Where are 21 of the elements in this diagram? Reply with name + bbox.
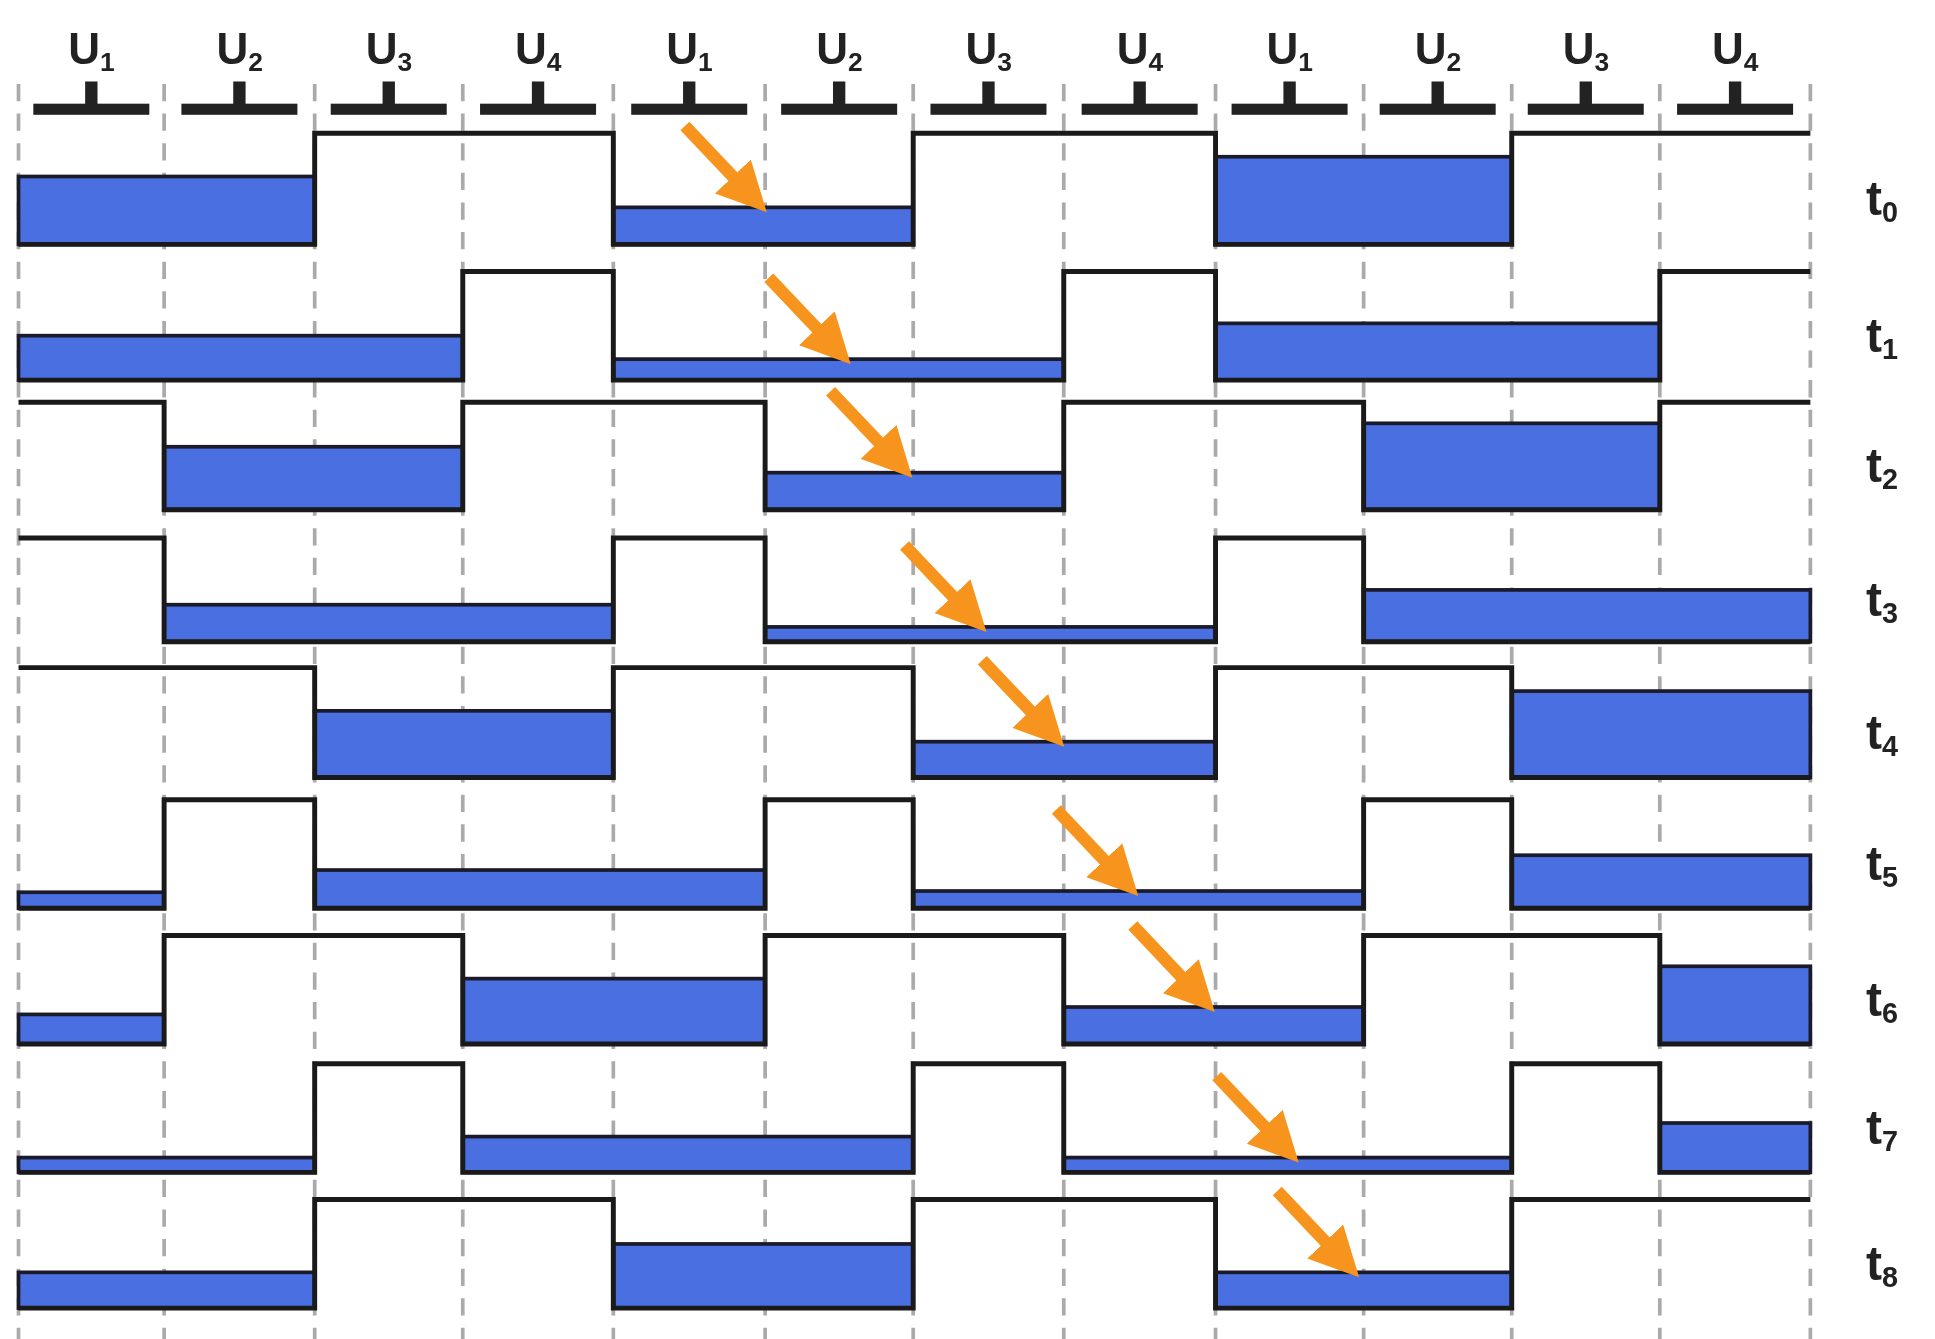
electrode-label: U$_{1}$ [68, 27, 115, 72]
electrode-label: U$_{2}$ [1414, 27, 1462, 72]
electrode-label: U$_{4}$ [515, 27, 562, 72]
time-label: t$_{7}$ [1865, 1104, 1898, 1153]
electrode-label: U$_{1}$ [1266, 27, 1314, 72]
time-label: t$_{6}$ [1865, 975, 1898, 1024]
time-label: t$_{4}$ [1865, 708, 1898, 757]
electrode-label: U$_{3}$ [965, 27, 1012, 72]
electrode-label: U$_{3}$ [1562, 27, 1610, 72]
time-label: t$_{1}$ [1865, 311, 1898, 360]
electrode-label: U$_{4}$ [1712, 27, 1759, 72]
time-label: t$_{5}$ [1865, 839, 1898, 888]
time-label: t$_{8}$ [1865, 1239, 1898, 1288]
electrode-label: U$_{1}$ [666, 27, 713, 72]
electrode-label: U$_{2}$ [216, 27, 263, 72]
time-label: t$_{0}$ [1865, 174, 1898, 223]
time-label: t$_{2}$ [1865, 441, 1898, 490]
electrode-label: U$_{3}$ [365, 27, 413, 72]
time-label: t$_{3}$ [1865, 575, 1898, 624]
electrode-label: U$_{4}$ [1116, 27, 1164, 72]
electrode-label: U$_{2}$ [816, 27, 863, 72]
